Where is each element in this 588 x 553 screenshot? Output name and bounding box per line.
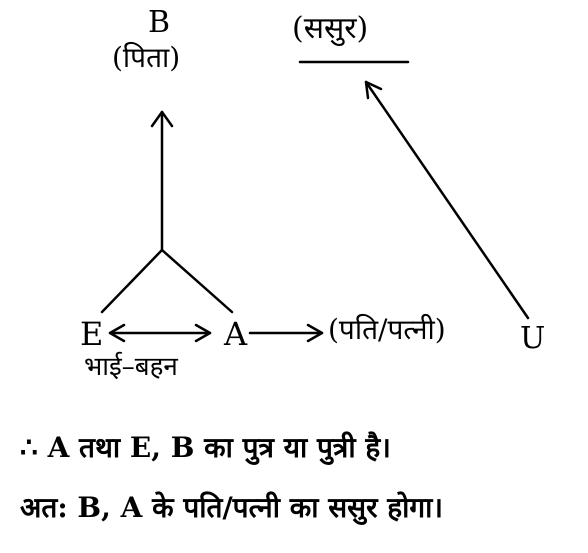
conclusion-line-2: अत: B, A के पति/पत्नी का ससुर होगा। xyxy=(20,491,444,524)
arrow-left-e xyxy=(108,323,126,343)
arrow-to-b xyxy=(150,110,174,128)
relation-father-in-law-label: (ससुर) xyxy=(292,11,369,46)
node-b: B xyxy=(148,5,171,40)
arrow-to-spouse xyxy=(306,323,324,343)
relation-siblings-label: भाई–बहन xyxy=(84,352,178,382)
branch-to-e xyxy=(100,248,164,314)
branch-to-a xyxy=(160,248,234,314)
node-a: A xyxy=(224,315,248,353)
arrow-right-a xyxy=(194,323,212,343)
arrow-to-father-in-law xyxy=(364,80,383,100)
node-u: U xyxy=(520,321,546,356)
diagram-connectors xyxy=(100,60,530,343)
u-link-line xyxy=(364,80,530,320)
relation-spouse-label: (पति/पत्नी) xyxy=(328,313,446,346)
relation-father-label: (पिता) xyxy=(112,41,181,74)
conclusion-line-1: ∴ A तथा E, B का पुत्र या पुत्री है। xyxy=(20,431,391,464)
family-tree-diagram: B (पिता) (ससुर) E A (पति/पत्नी) U भाई–बह… xyxy=(80,5,546,382)
node-e: E xyxy=(80,315,104,353)
